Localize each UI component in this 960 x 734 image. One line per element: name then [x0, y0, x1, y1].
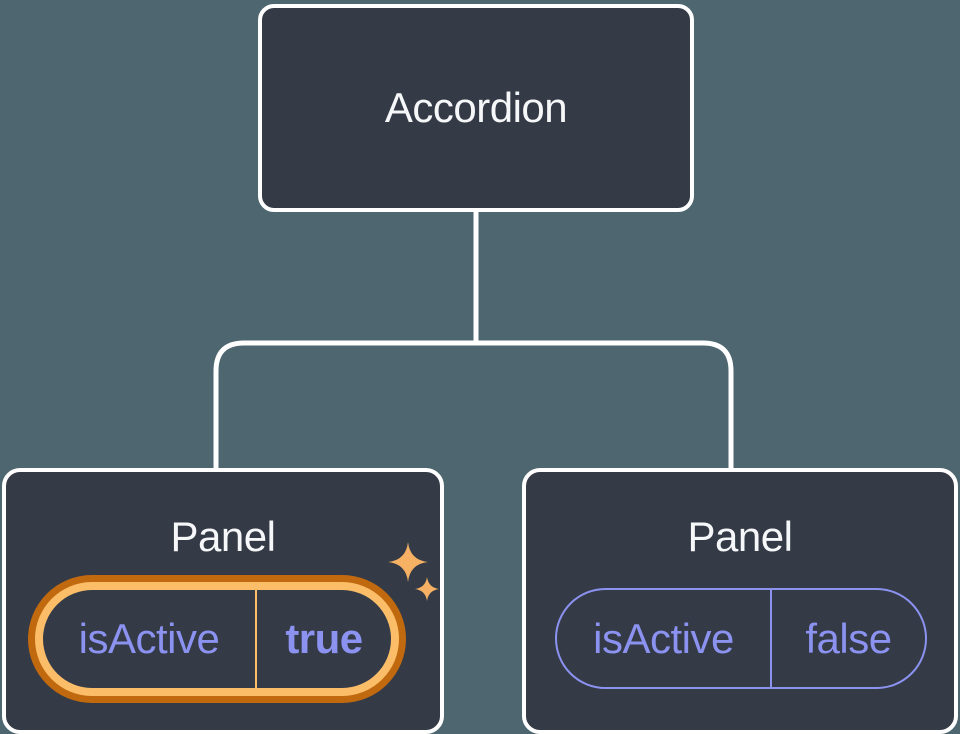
node-panel-active: Panel isActive true: [2, 468, 444, 734]
state-pill-inactive: isActive false: [555, 588, 927, 689]
node-accordion: Accordion: [258, 4, 694, 212]
pill-divider: [770, 590, 772, 687]
prop-value-label: false: [805, 614, 892, 662]
prop-value-label: true: [285, 615, 363, 662]
pill-divider: [255, 590, 257, 688]
prop-name-label: isActive: [78, 615, 220, 662]
node-panel-inactive: Panel isActive false: [522, 468, 958, 734]
panel-title: Panel: [170, 513, 276, 560]
accordion-label: Accordion: [384, 84, 568, 131]
prop-name-label: isActive: [593, 614, 734, 662]
state-pill-active-ring: isActive true: [35, 582, 399, 696]
sparkle-icon-small: [415, 577, 439, 601]
state-pill-active: isActive true: [28, 575, 406, 703]
panel-title: Panel: [687, 513, 793, 560]
state-pill-active-core: isActive true: [43, 590, 391, 688]
